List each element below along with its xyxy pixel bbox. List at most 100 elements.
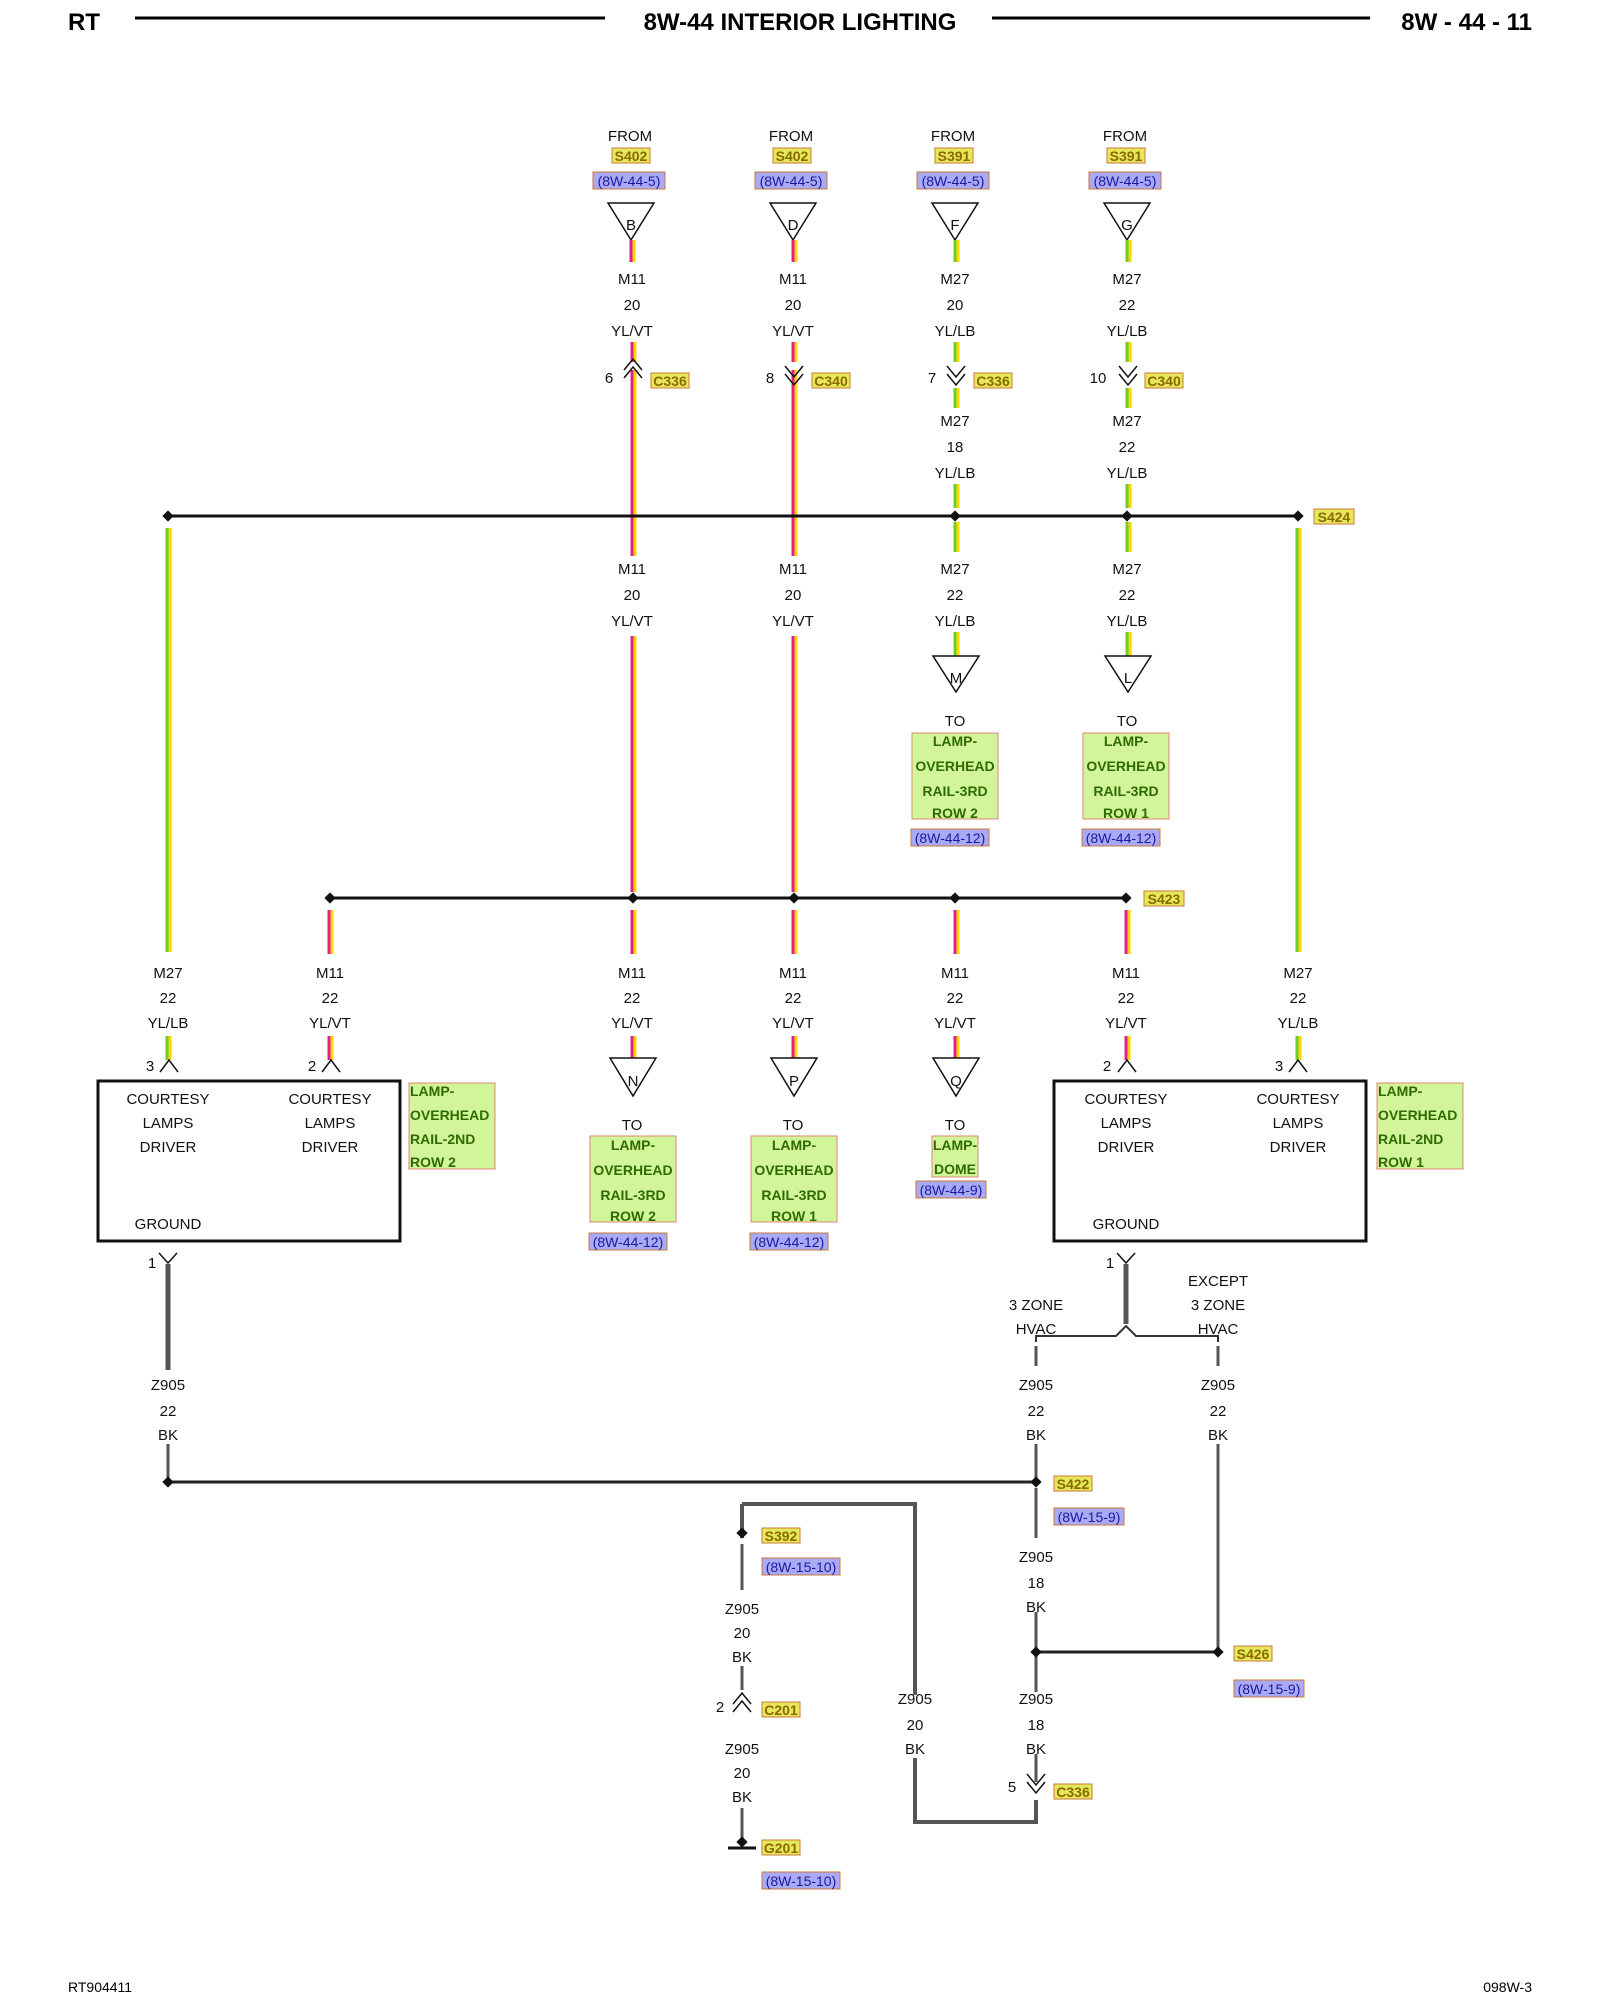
wire-color: YL/LB bbox=[1107, 613, 1148, 630]
pin-label: Q bbox=[950, 1073, 962, 1090]
pin-connector-icon bbox=[158, 1252, 178, 1265]
ref-label: (8W-44-12) bbox=[754, 1234, 825, 1250]
low-wire-labels: M27 22 YL/LB M11 22 YL/VT M11 22 YL/VT M… bbox=[148, 965, 1319, 1060]
component-line: RAIL-2ND bbox=[1378, 1131, 1443, 1147]
inline-connector-icon bbox=[1102, 202, 1152, 242]
splice-s392: S392 bbox=[765, 1528, 798, 1544]
wire-color: YL/VT bbox=[1105, 1015, 1147, 1032]
wire-color: YL/LB bbox=[935, 613, 976, 630]
wire-gauge: 20 bbox=[907, 1717, 924, 1734]
wire-gauge: 20 bbox=[785, 297, 802, 314]
header-title: 8W-44 INTERIOR LIGHTING bbox=[644, 9, 957, 36]
component-line: ROW 1 bbox=[771, 1208, 817, 1224]
component-line: RAIL-3RD bbox=[922, 783, 987, 799]
hvac-label: 3 ZONE bbox=[1191, 1297, 1245, 1314]
pin-connector-icon bbox=[1117, 1058, 1137, 1073]
wire-gauge: 20 bbox=[785, 587, 802, 604]
ref-label: (8W-44-12) bbox=[1086, 830, 1157, 846]
from-label: FROM bbox=[769, 128, 813, 145]
wire-color: BK bbox=[1026, 1427, 1046, 1444]
hvac-label: EXCEPT bbox=[1188, 1273, 1248, 1290]
wire-circuit: M11 bbox=[316, 965, 344, 982]
connector-name: C340 bbox=[1147, 373, 1181, 389]
wire-circuit: M27 bbox=[1112, 561, 1141, 578]
module-left: 3 2 COURTESY LAMPS DRIVER COURTESY LAMPS… bbox=[96, 1058, 496, 1272]
module-text: DRIVER bbox=[302, 1139, 359, 1156]
wire-color: YL/VT bbox=[934, 1015, 976, 1032]
pin-label: D bbox=[788, 217, 799, 234]
hvac-label: HVAC bbox=[1016, 1321, 1057, 1338]
connector-pin: 6 bbox=[605, 370, 613, 387]
module-box bbox=[96, 1079, 402, 1243]
wire-gauge: 20 bbox=[624, 297, 641, 314]
module-text: LAMPS bbox=[143, 1115, 194, 1132]
ground-labels: S422 (8W-15-9) S426 (8W-15-9) S392 (8W-1… bbox=[716, 1475, 1305, 1890]
ground-wire-labels: Z905 22 BK Z905 22 BK Z905 22 BK Z905 18… bbox=[151, 1377, 1235, 1806]
wire-circuit: M27 bbox=[1112, 271, 1141, 288]
wire-color: YL/LB bbox=[935, 465, 976, 482]
component-line: LAMP- bbox=[1104, 733, 1149, 749]
wire-color: YL/LB bbox=[1278, 1015, 1319, 1032]
wire-circuit: Z905 bbox=[1201, 1377, 1235, 1394]
page-header: RT 8W-44 INTERIOR LIGHTING 8W - 44 - 11 bbox=[68, 9, 1532, 36]
module-text: LAMPS bbox=[1273, 1115, 1324, 1132]
wire-color: BK bbox=[1026, 1599, 1046, 1616]
wire-circuit: M11 bbox=[779, 271, 807, 288]
wire-color: BK bbox=[158, 1427, 178, 1444]
wire-gauge: 22 bbox=[1118, 990, 1135, 1007]
inline-connector-icon bbox=[930, 202, 980, 242]
source-b: FROM S402 (8W-44-5) B M11 20 YL/VT 6 C33… bbox=[592, 128, 690, 389]
wire-circuit: Z905 bbox=[1019, 1549, 1053, 1566]
wire-gauge: 18 bbox=[1028, 1575, 1045, 1592]
module-pin: 1 bbox=[148, 1255, 156, 1272]
module-pin: 1 bbox=[1106, 1255, 1114, 1272]
connector-icon bbox=[946, 365, 966, 387]
source-g: FROM S391 (8W-44-5) G M27 22 YL/LB 10 C3… bbox=[1088, 128, 1184, 482]
wire-gauge: 22 bbox=[1119, 297, 1136, 314]
wire-gauge: 20 bbox=[734, 1625, 751, 1642]
wire-circuit: M11 bbox=[618, 561, 646, 578]
wire-color: YL/LB bbox=[148, 1015, 189, 1032]
module-pin: 3 bbox=[1275, 1058, 1283, 1075]
s424-bus: S424 bbox=[162, 508, 1355, 952]
to-label: TO bbox=[783, 1117, 804, 1134]
dest-l: L TO LAMP- OVERHEAD RAIL-3RD ROW 1 (8W-4… bbox=[1081, 655, 1170, 847]
splice-label: S402 bbox=[615, 148, 648, 164]
wire-gauge: 22 bbox=[947, 587, 964, 604]
pin-connector-icon bbox=[159, 1058, 179, 1073]
splice-label: S391 bbox=[1110, 148, 1143, 164]
wire-circuit: Z905 bbox=[898, 1691, 932, 1708]
inline-connector-icon bbox=[606, 202, 656, 242]
ref-label: (8W-44-5) bbox=[760, 173, 823, 189]
wire-gauge: 22 bbox=[624, 990, 641, 1007]
connector-c336: C336 bbox=[1056, 1784, 1090, 1800]
module-text: COURTESY bbox=[1084, 1091, 1167, 1108]
component-line: OVERHEAD bbox=[915, 758, 994, 774]
wire-gauge: 20 bbox=[947, 297, 964, 314]
dest-n: N TO LAMP- OVERHEAD RAIL-3RD ROW 2 (8W-4… bbox=[588, 1057, 677, 1251]
wire-circuit: M11 bbox=[779, 965, 807, 982]
pin-label: N bbox=[628, 1073, 639, 1090]
ground-g201: G201 bbox=[764, 1840, 798, 1856]
connector-pin: 2 bbox=[716, 1699, 724, 1716]
to-label: TO bbox=[622, 1117, 643, 1134]
wire-gauge: 20 bbox=[734, 1765, 751, 1782]
ref-label: (8W-44-5) bbox=[922, 173, 985, 189]
from-label: FROM bbox=[1103, 128, 1147, 145]
ref-label: (8W-15-10) bbox=[766, 1559, 837, 1575]
component-line: ROW 1 bbox=[1103, 805, 1149, 821]
wire-color: YL/VT bbox=[772, 1015, 814, 1032]
connector-pin: 10 bbox=[1090, 370, 1107, 387]
ref-label: (8W-15-9) bbox=[1238, 1681, 1301, 1697]
pin-label: F bbox=[950, 217, 959, 234]
wire-circuit: M27 bbox=[1283, 965, 1312, 982]
component-line: ROW 1 bbox=[1378, 1154, 1424, 1170]
inline-connector-icon bbox=[1103, 655, 1153, 694]
connector-icon bbox=[1118, 365, 1138, 387]
pin-label: G bbox=[1121, 217, 1133, 234]
source-d: FROM S402 (8W-44-5) D M11 20 YL/VT 8 C34… bbox=[754, 128, 851, 389]
wire-color: YL/VT bbox=[772, 323, 814, 340]
wire-circuit: Z905 bbox=[725, 1741, 759, 1758]
pin-connector-icon bbox=[1288, 1058, 1308, 1073]
component-line: ROW 2 bbox=[610, 1208, 656, 1224]
